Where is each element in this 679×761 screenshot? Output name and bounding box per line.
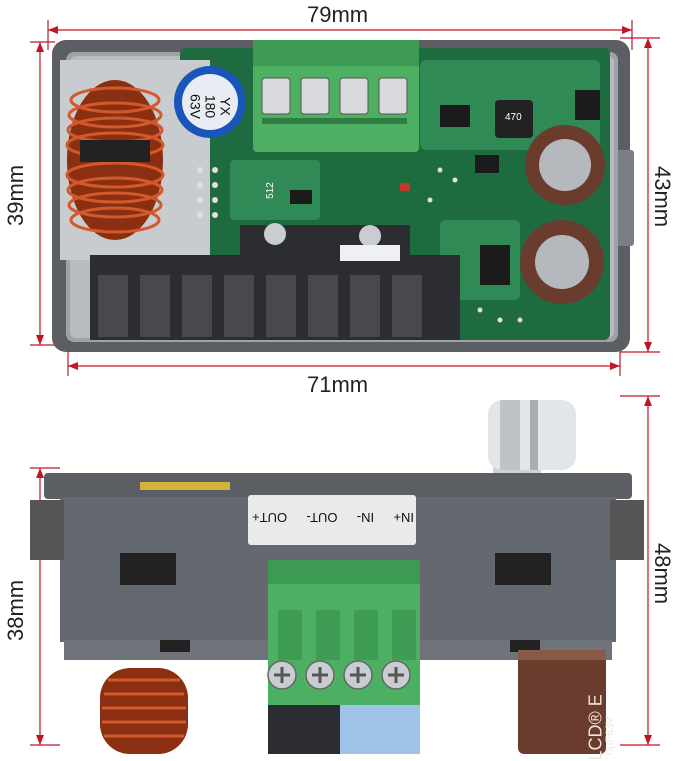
inductor-coil-top	[65, 80, 165, 240]
bottom-capacitor-rating: 0µF63V	[604, 716, 616, 755]
capacitor-marking-line1: YX	[217, 97, 234, 116]
dimension-line-left	[30, 41, 55, 346]
dimension-line-bottom-right	[620, 395, 660, 746]
case-slots	[120, 553, 551, 652]
capacitor-marking-line3: 63V	[187, 94, 204, 119]
label-in-minus: IN-	[356, 510, 375, 525]
label-out-minus: OUT-	[306, 510, 338, 525]
inductor-coil-bottom	[100, 668, 188, 754]
rotary-knob	[488, 400, 576, 476]
dimension-line-right	[620, 37, 660, 353]
dimension-line-top	[47, 20, 633, 50]
terminal-block-bottom	[267, 560, 420, 754]
dimension-label-top-width: 79mm	[307, 2, 369, 27]
dimension-label-right-height: 43mm	[650, 166, 675, 228]
capacitor-top	[174, 66, 246, 138]
electrolytic-caps	[520, 125, 605, 304]
heatsink	[90, 223, 460, 340]
dimension-label-bottom-left-height: 38mm	[3, 579, 28, 641]
capacitor-marking: YX 180 63V	[187, 77, 234, 137]
dimension-label-left-height: 39mm	[3, 164, 28, 226]
bottom-capacitor-brand: LCD® E	[585, 694, 606, 761]
inductor-marking: 470	[505, 112, 522, 123]
terminal-labels: IN+ IN- OUT- OUT+	[252, 510, 414, 525]
terminal-label-strip	[248, 495, 416, 545]
capacitor-bottom	[518, 650, 606, 754]
label-out-plus: OUT+	[252, 510, 288, 525]
capacitor-marking-line2: 180	[202, 94, 219, 119]
terminal-block-top	[253, 40, 419, 152]
resistor-marking: 512	[264, 182, 276, 199]
dimension-label-inner-width: 71mm	[307, 372, 369, 397]
dimension-label-bottom-right-height: 48mm	[650, 543, 675, 605]
label-in-plus: IN+	[393, 510, 414, 525]
